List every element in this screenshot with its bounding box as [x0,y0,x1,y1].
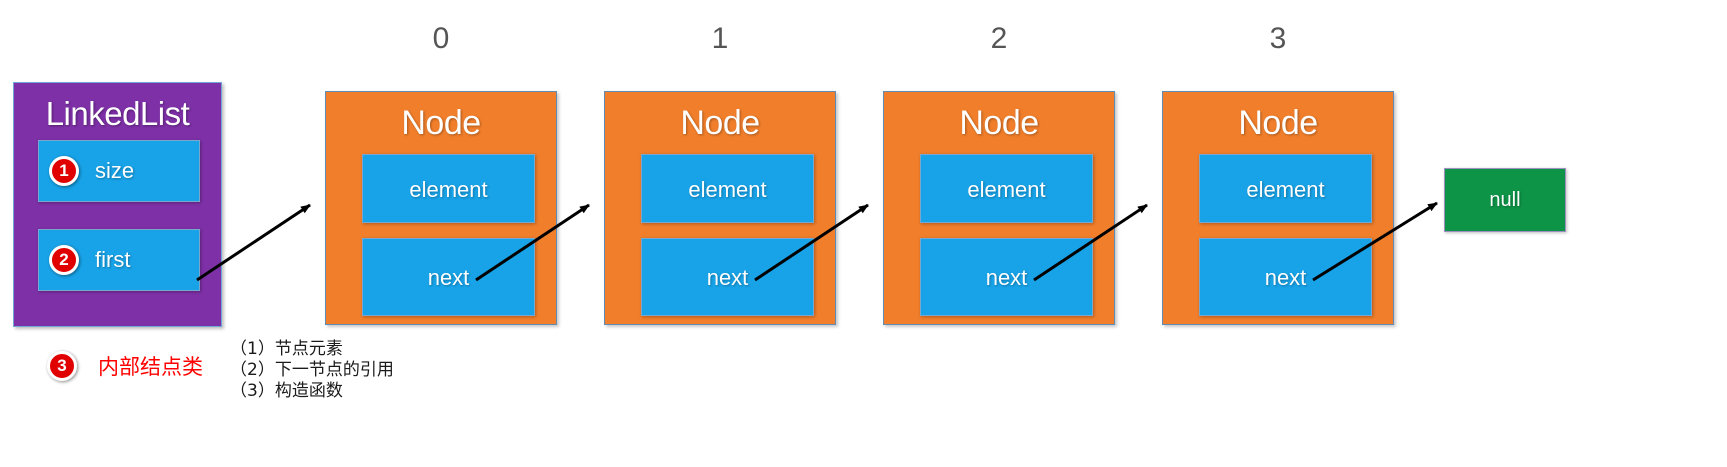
node-index-label-0: 0 [432,22,450,55]
node-slot-element-3[interactable]: element [1199,154,1372,223]
node-card-1[interactable]: Node element next [604,91,836,325]
linkedlist-field-size-label: size [95,158,135,183]
node-index-label-2: 2 [990,22,1008,55]
node-slot-element-2[interactable]: element [920,154,1093,223]
legend-item-2: （2）下一节点的引用 [230,360,394,380]
badge-marker-3: 3 [47,351,77,381]
node-title-1: Node [680,104,760,142]
legend-list: （1）节点元素 （2）下一节点的引用 （3）构造函数 [230,339,394,402]
node-card-2[interactable]: Node element next [883,91,1115,325]
node-title-2: Node [959,104,1039,142]
linkedlist-title: LinkedList [45,95,190,132]
node-slot-next-2[interactable]: next [920,238,1093,316]
linkedlist-field-size[interactable]: 1 size [38,140,200,202]
node-slot-next-3[interactable]: next [1199,238,1372,316]
inner-class-annotation: 内部结点类 [98,355,203,379]
null-terminator-box[interactable]: null [1444,168,1566,232]
legend-item-1: （1）节点元素 [230,339,343,359]
node-card-0[interactable]: Node element next [325,91,557,325]
node-title-3: Node [1238,104,1318,142]
node-slot-next-1[interactable]: next [641,238,814,316]
node-slot-next-0[interactable]: next [362,238,535,316]
node-title-0: Node [401,104,481,142]
node-slot-element-0[interactable]: element [362,154,535,223]
linkedlist-box[interactable]: LinkedList 1 size 2 first [13,82,222,327]
node-card-3[interactable]: Node element next [1162,91,1394,325]
node-slot-element-1[interactable]: element [641,154,814,223]
badge-marker-2: 2 [49,245,79,275]
node-index-label-1: 1 [711,22,729,55]
node-index-label-3: 3 [1269,22,1287,55]
badge-marker-1: 1 [49,156,79,186]
legend-item-3: （3）构造函数 [230,381,343,401]
linkedlist-field-first[interactable]: 2 first [38,229,200,291]
linkedlist-field-first-label: first [95,247,131,272]
